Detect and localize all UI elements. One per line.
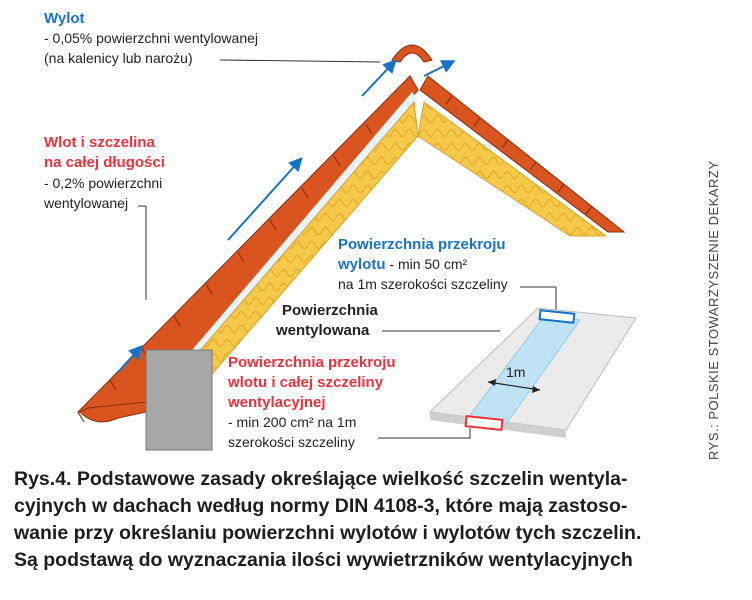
outlet-section-title2-rest: - min 50 cm² — [385, 256, 468, 272]
airflow-arrow-1 — [117, 345, 143, 373]
airflow-arrow-4 — [423, 60, 456, 77]
outlet-section-title2-row: wylotu - min 50 cm² — [338, 256, 467, 273]
wall — [145, 349, 213, 451]
outlet-line2: (na kalenicy lub narożu) — [44, 50, 193, 66]
outlet-section-title1: Powierzchnia przekroju — [338, 236, 506, 253]
ridge-cap — [391, 44, 433, 63]
ventilated-line1: Powierzchnia — [282, 302, 378, 319]
dimension-arrow-right — [532, 386, 540, 393]
insulation-right — [417, 101, 608, 237]
inlet-section-line2: szerokości szczeliny — [228, 434, 355, 450]
caption-line-4: Są podstawą do wyznaczania ilości wywiet… — [14, 549, 633, 571]
inlet-line2: wentylowanej — [44, 195, 129, 211]
caption-line-1: Rys.4. Podstawowe zasady określające wie… — [14, 468, 628, 490]
inlet-section-title2: wlotu i całej szczeliny — [228, 374, 384, 391]
image-credit: RYS.: POLSKIE STOWARZYSZENIE DEKARZY — [706, 160, 721, 461]
roof-tiles-right — [419, 75, 626, 233]
inlet-section-title1: Powierzchnia przekroju — [228, 354, 396, 371]
outlet-title: Wylot — [44, 10, 85, 27]
outlet-section-title2: wylotu — [338, 256, 386, 273]
inlet-title1: Wlot i szczelina — [44, 134, 155, 151]
inlet-section-title3: wentylacyjnej — [228, 394, 326, 411]
outlet-line1: - 0,05% powierzchni wentylowanej — [44, 30, 258, 46]
outlet-section-marker — [538, 309, 576, 324]
leader-outlet — [219, 59, 381, 63]
inlet-section-marker — [464, 415, 504, 431]
airflow-arrow-3 — [361, 59, 397, 97]
dimension-label: 1m — [506, 364, 526, 380]
ventilation-gap-left — [146, 92, 418, 406]
dimension-1m — [487, 381, 541, 391]
outlet-section-line2: na 1m szerokości szczeliny — [338, 276, 508, 292]
dimension-arrow-left — [488, 379, 496, 386]
airflow-arrow-2 — [227, 157, 303, 241]
ventilated-line2: wentylowana — [276, 322, 370, 339]
figure-caption: Rys.4. Podstawowe zasady określające wie… — [14, 466, 714, 574]
inlet-line1: - 0,2% powierzchni — [44, 175, 163, 191]
caption-line-2: cyjnych w dachach według normy DIN 4108-… — [14, 495, 628, 517]
caption-line-3: wanie przy określaniu powierzchni wylotó… — [14, 522, 642, 544]
inlet-title2: na całej długości — [44, 154, 165, 171]
inlet-section-line1: - min 200 cm² na 1m — [228, 414, 357, 430]
roof-tile-steps-right — [445, 95, 593, 215]
roof-tile-steps-left — [77, 123, 373, 423]
